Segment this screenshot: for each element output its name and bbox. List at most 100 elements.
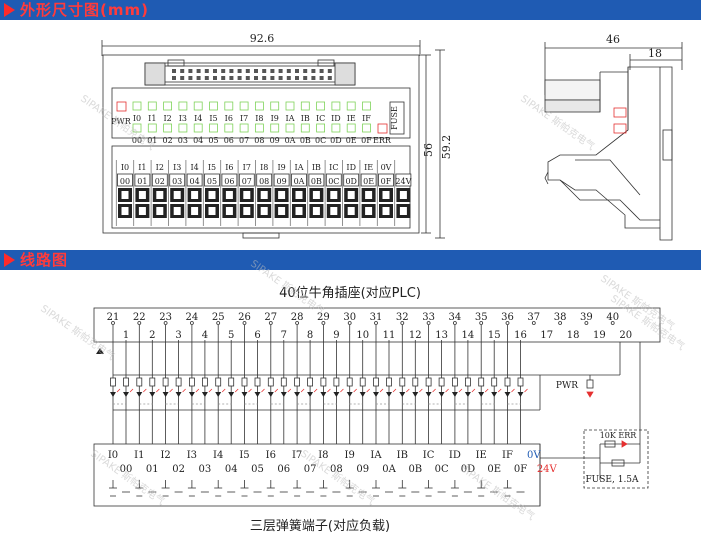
led-label-bottom: 0B [300, 136, 311, 145]
led-diode-icon [294, 392, 301, 397]
resistor [188, 377, 195, 387]
connector-pin [319, 76, 324, 80]
pin-dot [111, 321, 115, 325]
connector-pin [196, 76, 201, 80]
connector-pin [213, 69, 217, 73]
terminal-label-bottom: 03 [172, 177, 182, 186]
resistor [425, 377, 432, 387]
terminal-label-top: IE [364, 163, 373, 172]
resistor [110, 377, 116, 387]
led-diode-icon [123, 392, 129, 397]
led-label-top: I2 [163, 114, 171, 123]
connector-pin [221, 69, 226, 73]
led-label-bottom: 0A [285, 136, 296, 145]
input-led [254, 101, 264, 111]
watermark-text: SIPAKE 斯帕克电气 [298, 447, 377, 508]
output-led [132, 123, 142, 133]
connector-pin [245, 76, 250, 80]
led-diode-icon [136, 392, 143, 397]
connector-pin [180, 76, 185, 80]
schematic-terminal-top: I7 [292, 450, 302, 461]
connector-pin [254, 76, 258, 80]
output-led [316, 123, 326, 133]
pin-dot [216, 321, 221, 325]
watermark-text: SIPAKE 斯帕克电气 [78, 92, 157, 153]
resistor [294, 377, 301, 387]
resistor [123, 377, 129, 387]
terminal-label-box [308, 173, 325, 187]
pin-number-top: 26 [238, 312, 251, 323]
front-view: 92.6 FUSE PWR ERR I000I101I202I303I404I5… [101, 32, 453, 239]
input-led [239, 101, 249, 111]
pin-number-top: 25 [212, 312, 225, 323]
resistor [373, 377, 379, 387]
output-led [163, 123, 173, 133]
terminal-title: 三层弹簧端子(对应负载) [250, 518, 390, 534]
pin-number-top: 40 [606, 312, 619, 323]
terminal-label-bottom: 00 [120, 177, 130, 186]
connector-pin [311, 69, 316, 73]
pin-number-bottom: 2 [149, 330, 155, 341]
schematic-terminal-top: 0V [527, 450, 541, 461]
terminal-label-bottom: 24V [395, 177, 411, 186]
output-led [285, 123, 295, 133]
pin-number-top: 28 [291, 312, 304, 323]
pin-number-bottom: 18 [567, 330, 580, 341]
resistor [438, 377, 445, 387]
resistor [254, 377, 261, 387]
dim-side-partial: 18 [648, 47, 662, 60]
output-led [239, 123, 249, 133]
led-label-bottom: 0C [315, 136, 326, 145]
connector-pin [327, 76, 332, 80]
pin-number-top: 29 [317, 312, 330, 323]
pin-dot [374, 321, 378, 325]
led-label-bottom: 0E [346, 136, 357, 145]
connector-title: 40位牛角插座(对应PLC) [279, 285, 421, 301]
pin-number-top: 24 [186, 312, 199, 323]
terminal-label-box [134, 173, 151, 187]
resistor [241, 377, 248, 387]
input-led [224, 101, 234, 111]
dim-width: 92.6 [250, 32, 275, 45]
terminal-label-box [273, 173, 290, 187]
pin1-marker-icon [96, 348, 104, 354]
schematic-terminal-top: IA [370, 450, 382, 461]
terminal-label-box [291, 173, 307, 187]
fuse-label: FUSE [390, 106, 399, 130]
schematic-terminal-bottom: 01 [146, 464, 159, 475]
schematic-terminal-top: I0 [108, 450, 118, 461]
pin-dot [584, 321, 589, 325]
led-diode-icon [517, 392, 524, 397]
schematic-terminal-top: I2 [160, 450, 170, 461]
output-led [331, 123, 341, 133]
led-label-top: IC [316, 114, 325, 123]
resistor [451, 377, 458, 387]
led-label-top: IF [362, 114, 371, 123]
resistor [175, 377, 182, 387]
led-diode-icon [215, 392, 222, 397]
led-diode-icon [504, 392, 511, 397]
schematic-terminal-bottom: 07 [304, 464, 317, 475]
pin-number-top: 39 [580, 312, 593, 323]
led-diode-icon [412, 392, 419, 397]
output-led [346, 123, 356, 133]
resistor [267, 377, 274, 387]
connector-pin [278, 76, 283, 80]
connector-pin [172, 69, 176, 73]
pin-number-bottom: 17 [540, 330, 553, 341]
input-led [362, 101, 371, 111]
watermark-text: SIPAKE 斯帕克电气 [38, 302, 117, 363]
dim-height-outer: 59.2 [440, 135, 453, 160]
connector-pin [303, 69, 308, 73]
pin-number-top: 27 [264, 312, 277, 323]
schematic-terminal-top: I6 [266, 450, 276, 461]
input-led [331, 101, 341, 111]
connector-pin [229, 69, 234, 73]
dim-side-total: 46 [606, 33, 620, 46]
output-led [362, 123, 371, 133]
pin-number-top: 31 [370, 312, 383, 323]
resistor [399, 377, 406, 387]
resistor [412, 377, 419, 387]
led-label-top: I6 [225, 114, 233, 123]
pin-number-bottom: 12 [409, 330, 422, 341]
